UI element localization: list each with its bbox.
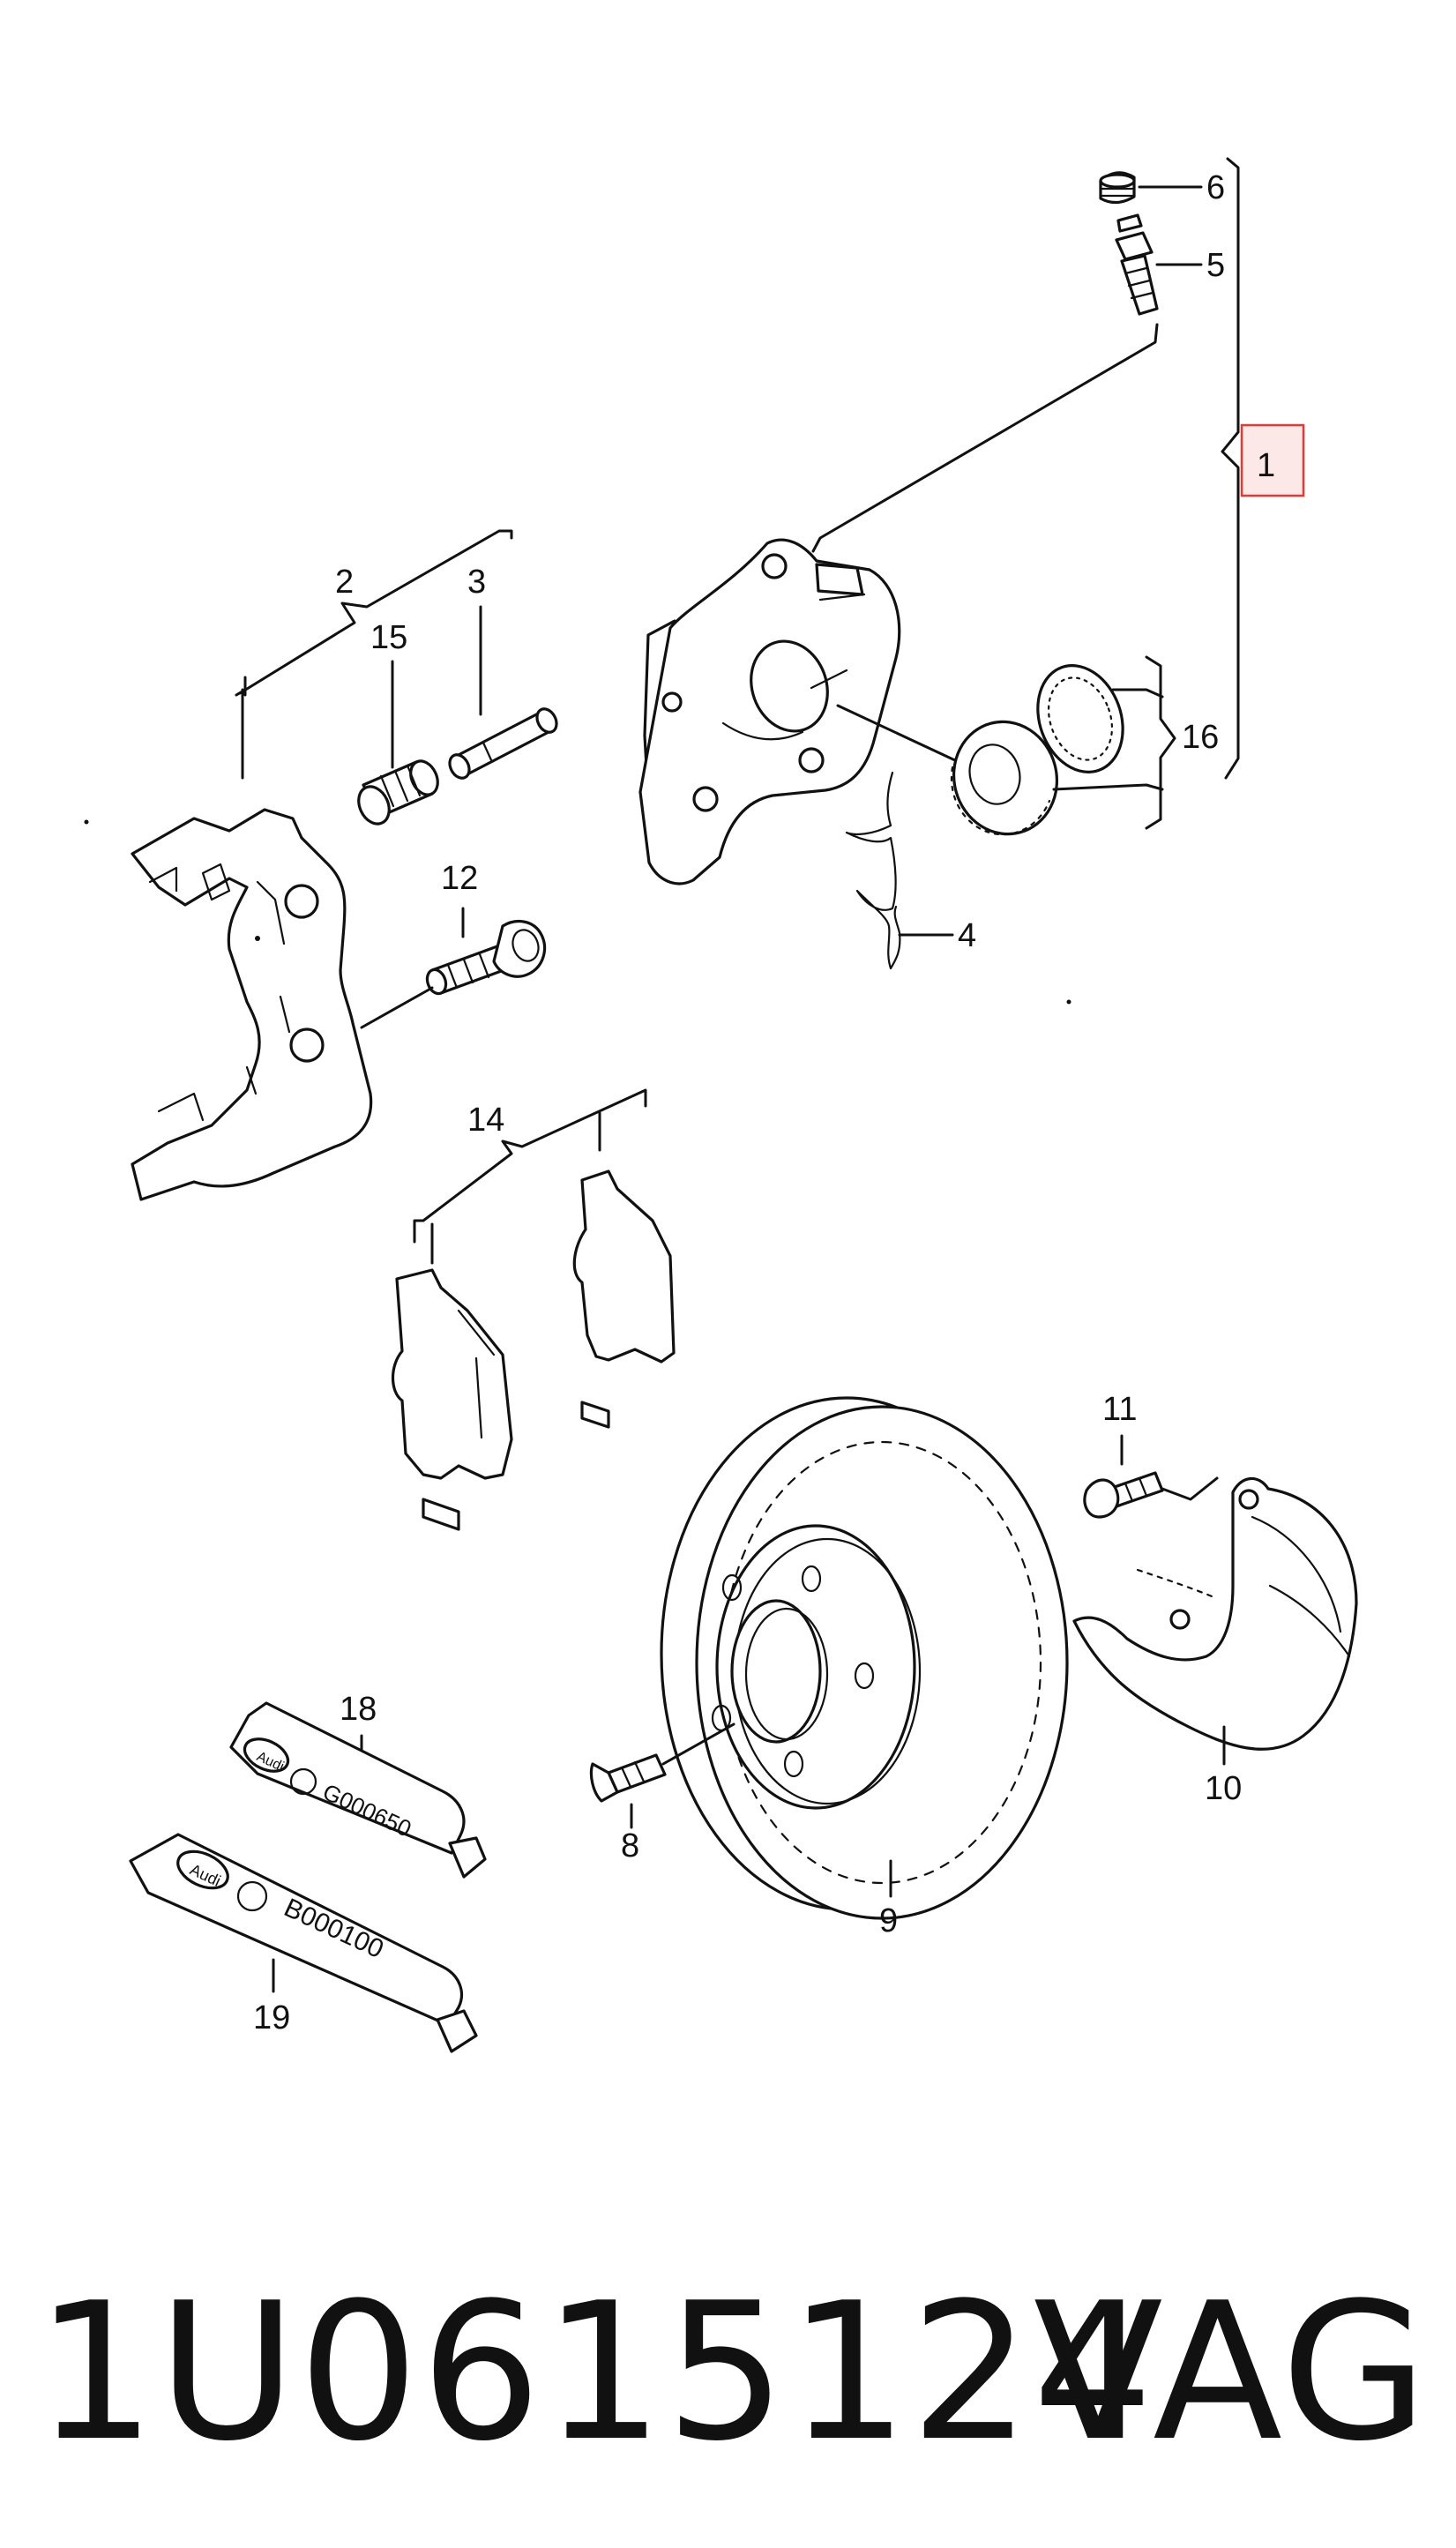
callout-11: 11: [1102, 1391, 1137, 1428]
callout-2: 2: [335, 564, 354, 601]
part-number-footer: 1U0615124 VAG: [0, 2240, 1456, 2505]
callout-15: 15: [370, 619, 407, 656]
callout-6: 6: [1206, 169, 1225, 206]
part-3-guide-pin: [448, 707, 558, 780]
part-16-piston-seal: [950, 664, 1124, 836]
part-11-shield-bolt: [1083, 1471, 1164, 1519]
part-number: 1U0615124: [35, 2261, 1155, 2483]
part-9-brake-disc: [660, 1396, 1069, 1920]
callout-14: 14: [467, 1102, 504, 1139]
callout-4: 4: [958, 917, 976, 954]
callout-18: 18: [340, 1691, 377, 1728]
brake-assembly-exploded-diagram: 6 5 1 16 4: [84, 157, 1358, 2053]
part-18-grease-tube: Audi G000650: [229, 1701, 487, 1879]
part-2-caliper-carrier: [131, 808, 373, 1201]
part-1-brake-caliper: [638, 538, 901, 885]
part-12-carrier-bolt: [425, 919, 547, 996]
callout-16: 16: [1182, 719, 1219, 756]
dot-mark: [84, 819, 89, 825]
dot-mark: [1066, 999, 1071, 1005]
part-10-splash-shield: [1072, 1476, 1358, 1751]
callout-1-highlight: [1240, 423, 1305, 497]
brand-name: VAG: [1033, 2261, 1430, 2483]
callout-9: 9: [879, 1902, 898, 1939]
callout-1: 1: [1257, 447, 1275, 484]
part-5-bleed-screw: [1115, 213, 1159, 316]
callout-10: 10: [1205, 1770, 1242, 1807]
callout-5: 5: [1206, 247, 1225, 284]
part-15-guide-bushing: [357, 759, 439, 826]
part-4-spring-clip: [845, 771, 901, 970]
callout-8: 8: [621, 1827, 639, 1864]
part-19-grease-tube: Audi B000100: [129, 1833, 478, 2053]
callout-19: 19: [253, 1999, 290, 2036]
part-14-brake-pad-right: [572, 1169, 676, 1429]
callout-12: 12: [441, 860, 478, 897]
dot-mark: [255, 936, 260, 941]
part-8-disc-screw: [589, 1753, 667, 1803]
part-6-bleed-cap: [1099, 171, 1136, 205]
part-14-brake-pad-left: [392, 1268, 513, 1531]
callout-3: 3: [467, 564, 486, 601]
